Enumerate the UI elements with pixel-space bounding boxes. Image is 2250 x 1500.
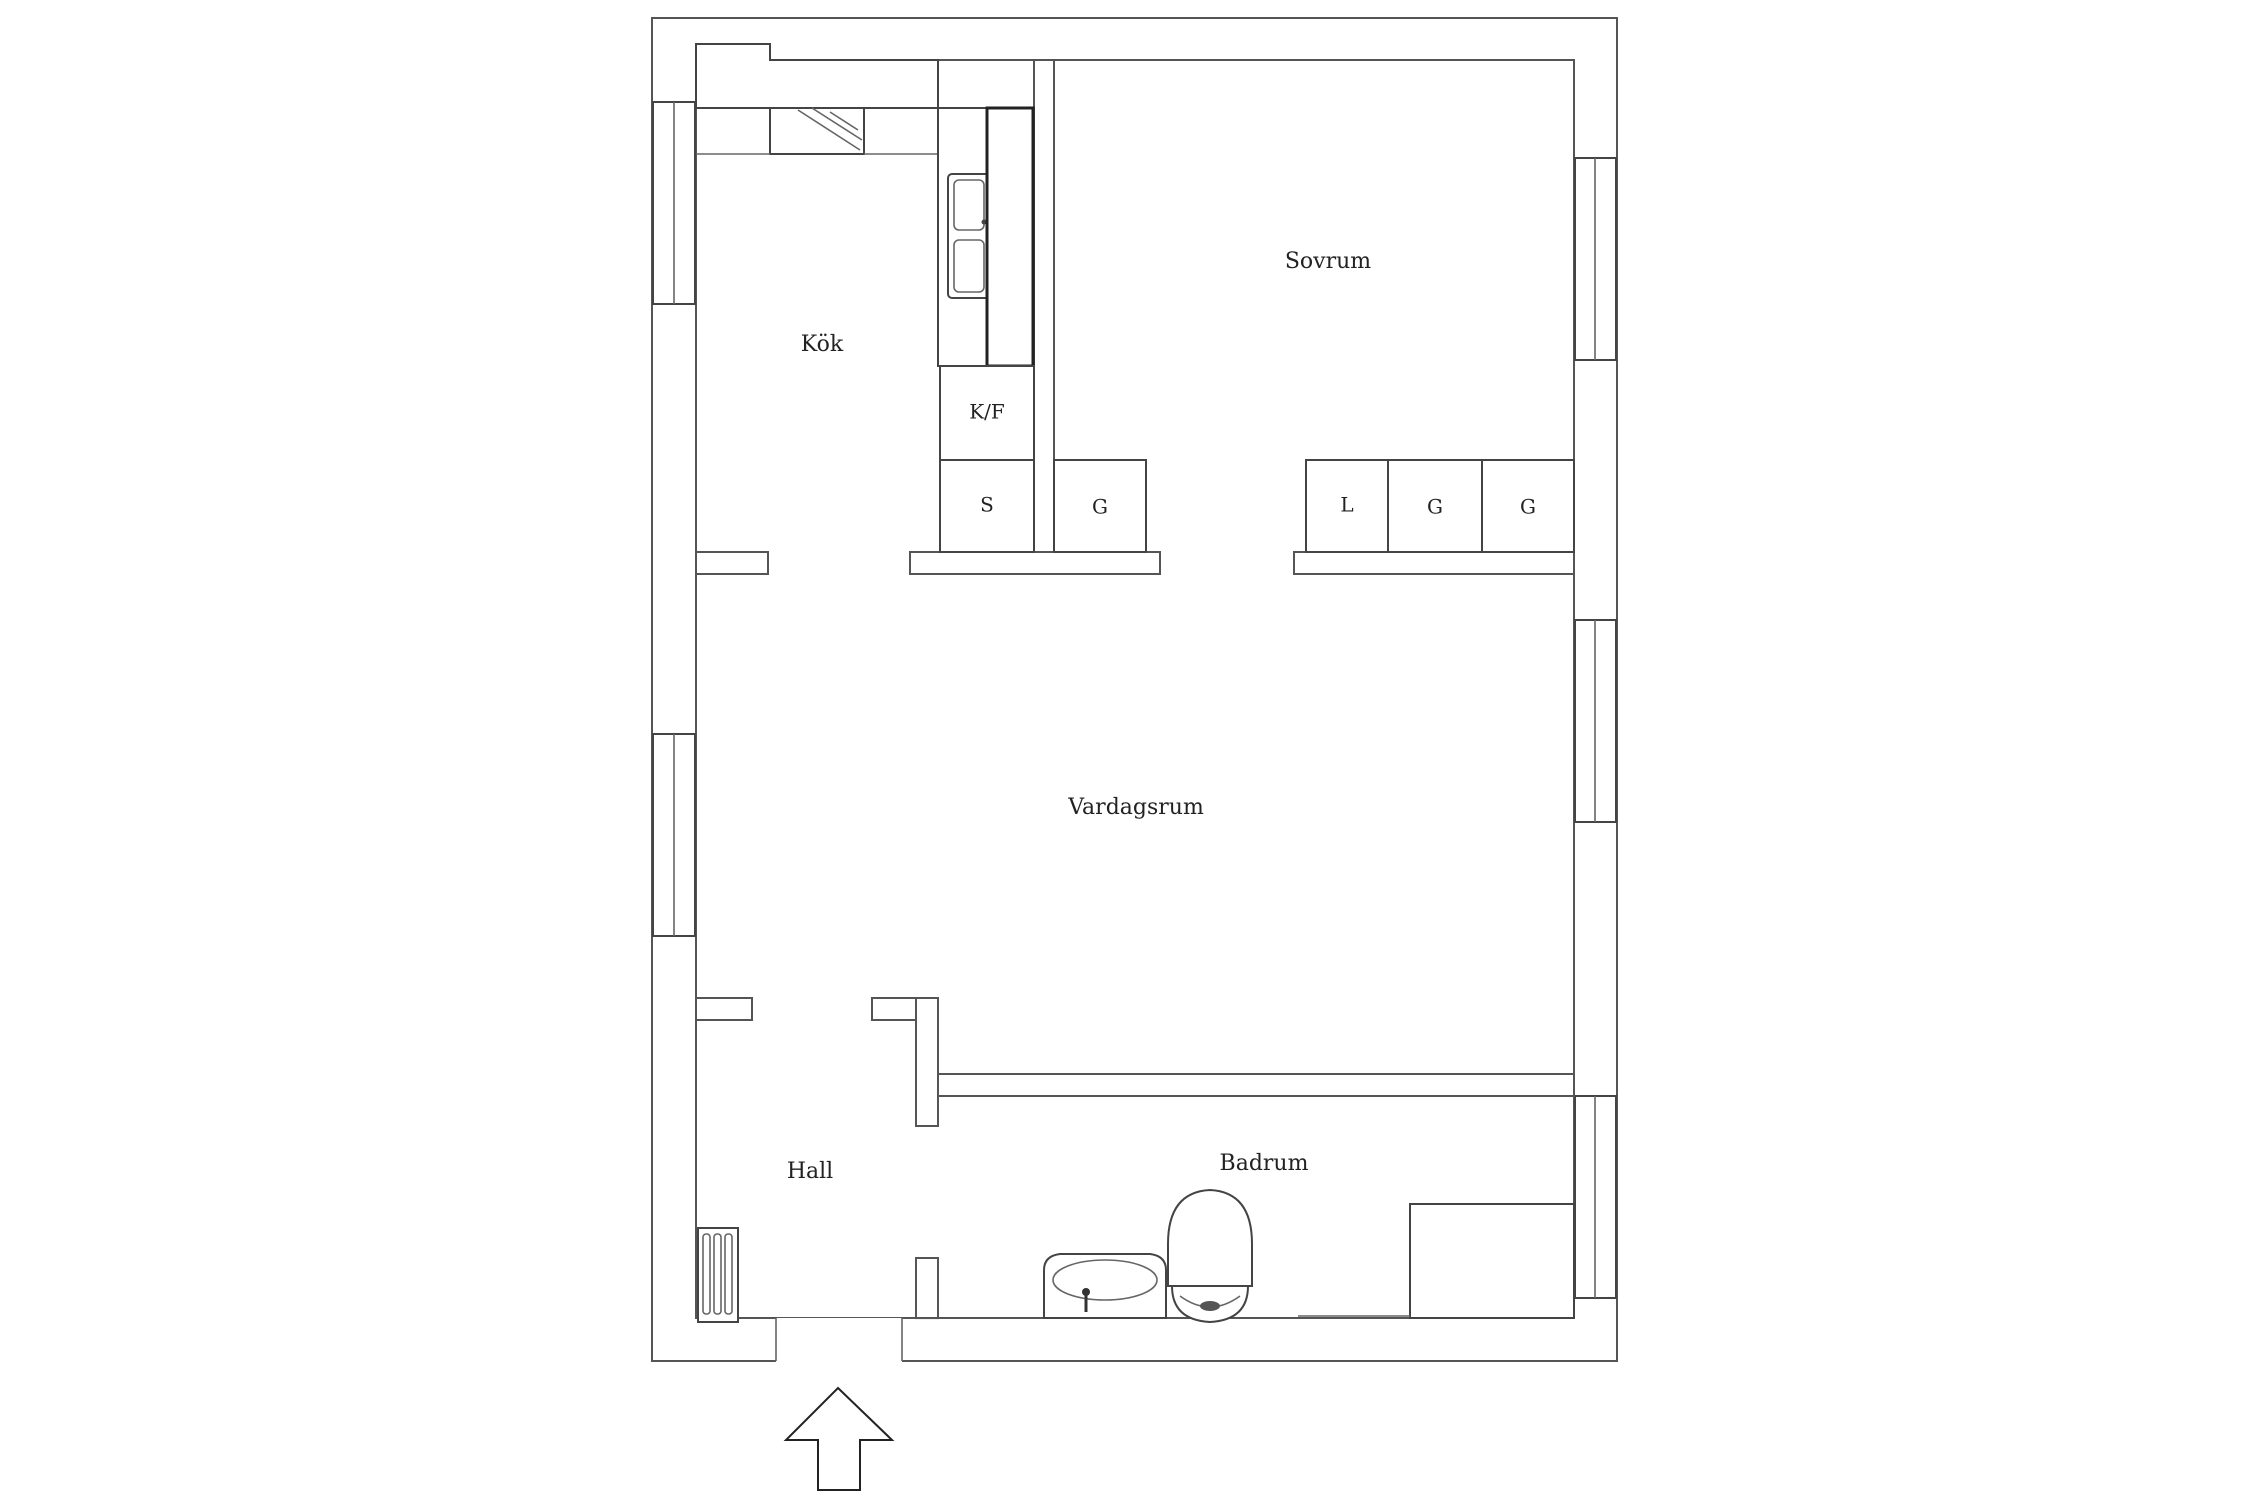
sink-icon (947, 173, 991, 299)
window (1574, 619, 1617, 823)
wardrobe: G (1481, 459, 1575, 553)
window (1574, 1095, 1617, 1299)
entrance-arrow-icon (783, 1386, 895, 1491)
fridge-freezer: K/F (939, 365, 1035, 461)
kitchen-closet: S (939, 459, 1035, 553)
window (652, 733, 696, 937)
room-label-living: Vardagsrum (1067, 795, 1204, 820)
room-label-bathroom: Badrum (1220, 1151, 1309, 1176)
kitchen-closet-label: S (980, 493, 994, 517)
interior-walls (695, 59, 1575, 1320)
entrance-door-gap (776, 1318, 902, 1362)
room-label-bedroom: Sovrum (1285, 249, 1371, 274)
wardrobe: G (1053, 459, 1147, 553)
wardrobe-label: G (1427, 495, 1443, 519)
room-label-kitchen: Kök (801, 332, 844, 357)
linen-closet-label: L (1340, 493, 1353, 517)
stove-icon (696, 107, 938, 155)
fridge-freezer-label: K/F (969, 400, 1005, 424)
washbasin-icon (1043, 1253, 1167, 1319)
window (652, 101, 696, 305)
toilet-icon (1167, 1188, 1253, 1324)
room-label-hall: Hall (787, 1159, 833, 1184)
window (1574, 157, 1617, 361)
radiator-icon (697, 1227, 739, 1323)
kitchen-upper-counter (695, 43, 939, 109)
linen-closet: L (1305, 459, 1389, 553)
wardrobe-label: G (1520, 495, 1536, 519)
wardrobe-label: G (1092, 495, 1108, 519)
shower (1298, 1203, 1575, 1319)
wardrobe: G (1387, 459, 1483, 553)
kitchen-wall-cabinet (985, 106, 1035, 368)
